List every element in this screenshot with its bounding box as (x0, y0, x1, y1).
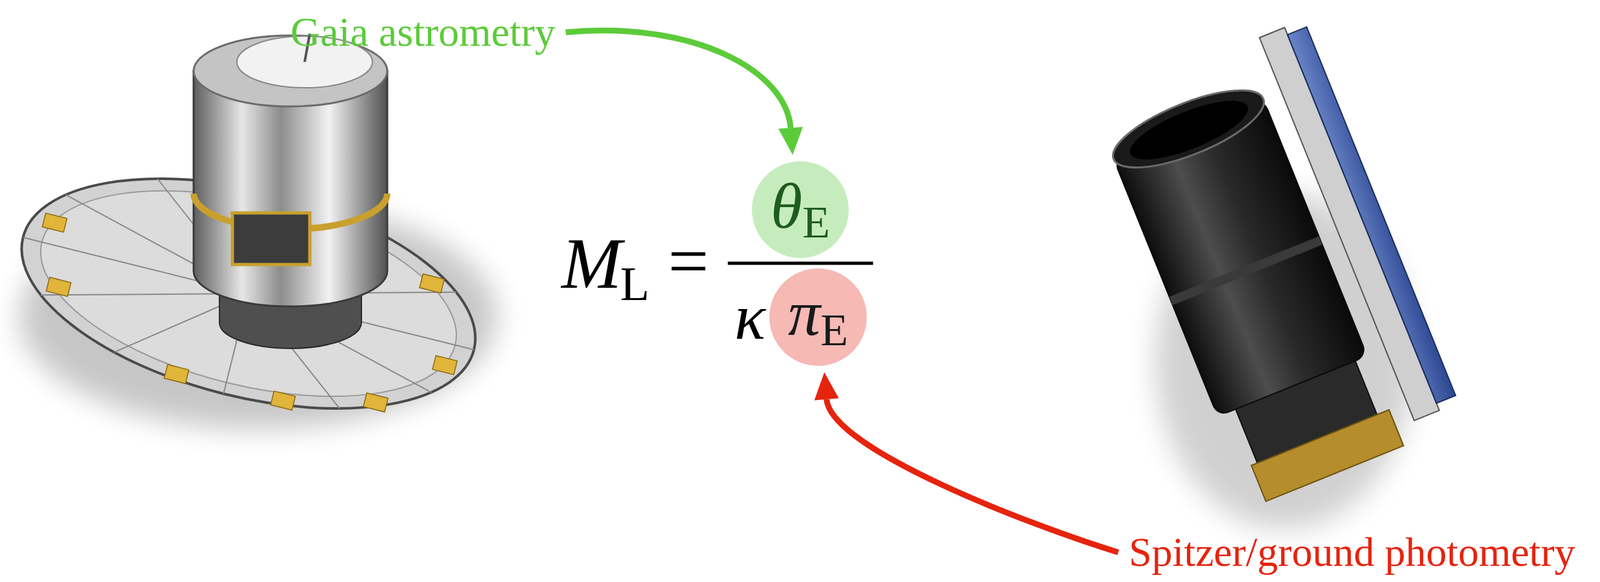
equation-symbol: κ (734, 280, 766, 355)
illustration-part (1251, 409, 1404, 502)
equation-operator: = (668, 219, 709, 303)
illustration-part (1092, 20, 1466, 507)
highlight-circle: θE (751, 161, 849, 259)
illustration-part (363, 393, 388, 413)
illustration-part (1104, 74, 1274, 184)
math-subscript: E (820, 305, 849, 355)
leader-arrow (566, 30, 791, 128)
illustration-part (1123, 89, 1255, 172)
math-symbol: θ (770, 170, 803, 243)
math-group: θE (770, 174, 831, 246)
equation-subscript: L (620, 256, 650, 312)
spitzer-telescope (1092, 20, 1466, 530)
illustration-part (46, 277, 71, 297)
fraction-bar (728, 262, 874, 266)
arrow-head (778, 127, 803, 155)
illustration-part (270, 391, 295, 411)
math-subscript: E (802, 197, 831, 248)
math-group: πE (788, 281, 849, 353)
illustration-part (419, 274, 445, 294)
arrow-head (814, 372, 840, 401)
source-label: Gaia astrometry (290, 8, 556, 57)
illustration-part (432, 355, 457, 375)
equation-symbol: M (561, 222, 622, 306)
gaia-spacecraft (0, 33, 499, 450)
leader-arrow (826, 399, 1119, 553)
highlight-circle: πE (769, 268, 867, 366)
illustration-part (13, 182, 476, 447)
illustration-part (1169, 236, 1323, 306)
illustration-part (232, 212, 310, 265)
source-label: Spitzer/ground photometry (1128, 528, 1575, 577)
math-symbol: π (788, 277, 821, 350)
illustration-part (163, 364, 189, 385)
illustration-part (42, 212, 68, 233)
